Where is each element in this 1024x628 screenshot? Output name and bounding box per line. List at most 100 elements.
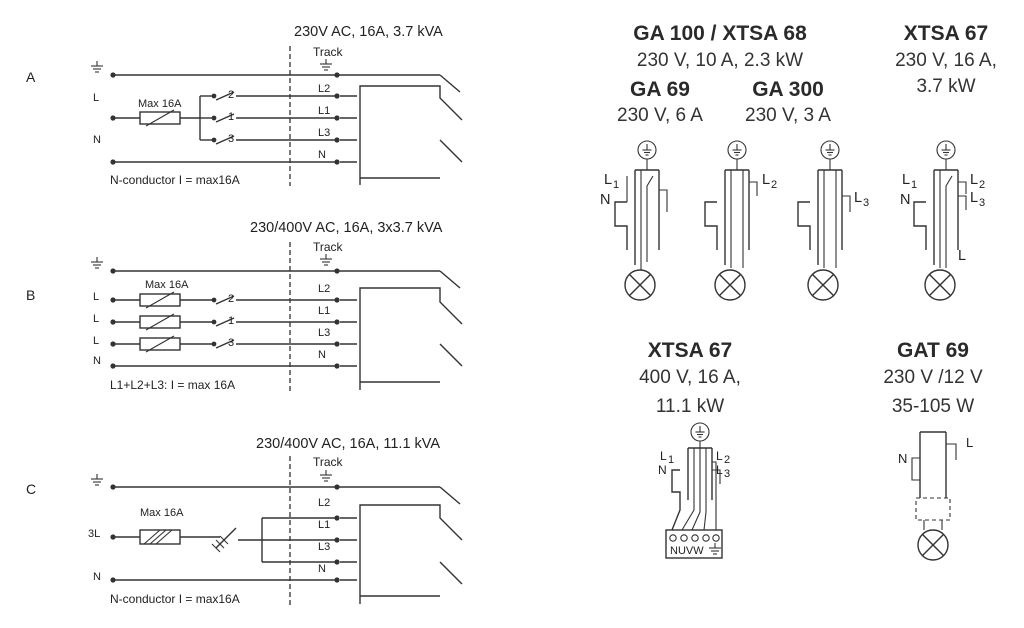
ga69-spec: 230 V, 6 A — [617, 105, 703, 126]
side-label-n: N — [93, 571, 101, 583]
track-line-label: N — [318, 563, 326, 575]
side-label-l: L — [93, 335, 99, 347]
pin-label: 3 — [724, 468, 730, 480]
xtsa67-3ph-spec-1: 400 V, 16 A, — [639, 367, 741, 388]
lamp-icon — [714, 269, 746, 301]
ga300-title: GA 300 — [752, 78, 824, 101]
switch-num: 3 — [228, 133, 234, 145]
xtsa67-title: XTSA 67 — [904, 22, 988, 45]
pin-label: L — [970, 172, 978, 188]
adapter-xtsa67-3ph: NUVW L 1 N L 2 L 3 — [658, 422, 730, 559]
pin-label: L — [716, 449, 723, 463]
section-letter-a: A — [26, 69, 36, 85]
pin-label: N — [600, 192, 610, 208]
pin-label: 1 — [668, 454, 674, 466]
ga300-spec: 230 V, 3 A — [745, 105, 831, 126]
earth-ground-icon — [90, 473, 104, 486]
track-line-label: L2 — [318, 83, 330, 95]
terminal-block — [665, 529, 723, 559]
pin-label: L — [660, 449, 667, 463]
pin-label: L — [958, 248, 966, 264]
pin-label: 1 — [613, 179, 619, 191]
section-a-title: 230V AC, 16A, 3.7 kVA — [294, 24, 443, 40]
gat69-title: GAT 69 — [897, 339, 969, 362]
pin-label: N — [898, 451, 907, 466]
pin-label: L — [966, 435, 973, 450]
pin-label: L — [716, 463, 723, 477]
earth-ground-icon — [936, 140, 956, 160]
side-label-l: L — [93, 291, 99, 303]
ga100-title: GA 100 / XTSA 68 — [633, 22, 807, 45]
adapter-xtsa67: L 1 N L 2 L 3 L — [900, 140, 985, 301]
side-label-l: L — [93, 313, 99, 325]
earth-ground-icon — [90, 60, 104, 73]
pin-label: L — [970, 190, 978, 206]
pin-label: L — [762, 172, 770, 188]
section-b-title: 230/400V AC, 16A, 3x3.7 kVA — [250, 220, 443, 236]
earth-ground-icon — [90, 256, 104, 269]
gat69-spec-1: 230 V /12 V — [883, 367, 983, 388]
switch-num: 1 — [228, 111, 234, 123]
track-line-label: L1 — [318, 105, 330, 117]
section-b-note: L1+L2+L3: I = max 16A — [110, 378, 235, 392]
switch-num: 3 — [228, 337, 234, 349]
section-c-track-label: Track — [313, 455, 344, 469]
side-label-n: N — [93, 355, 101, 367]
side-label-l: L — [93, 92, 99, 104]
section-c-title: 230/400V AC, 16A, 11.1 kVA — [256, 436, 440, 452]
side-label-3l: 3L — [88, 528, 100, 540]
pin-label: 2 — [979, 179, 985, 191]
switch-icon — [215, 295, 235, 305]
fuse-label: Max 16A — [140, 507, 184, 519]
earth-ground-icon — [727, 140, 747, 160]
lamp-icon — [807, 269, 839, 301]
xtsa67-spec-1: 230 V, 16 A, — [895, 50, 997, 71]
side-label-n: N — [93, 134, 101, 146]
section-a-note: N-conductor I = max16A — [110, 173, 240, 187]
track-ground-icon — [319, 469, 333, 482]
earth-ground-icon — [820, 140, 840, 160]
lamp-icon — [917, 529, 949, 561]
xtsa67-spec-2: 3.7 kW — [916, 76, 975, 97]
track-line-label: L2 — [318, 283, 330, 295]
adapter-l2: L 2 — [704, 140, 777, 301]
adapter-l3: L 3 — [797, 140, 869, 301]
adapter-ga69: L 1 N — [600, 140, 668, 301]
ga69-title: GA 69 — [630, 78, 690, 101]
track-line-label: N — [318, 349, 326, 361]
track-line-label: L2 — [318, 497, 330, 509]
switch-num: 2 — [228, 89, 234, 101]
pin-label: 3 — [863, 197, 869, 209]
lamp-icon — [924, 269, 956, 301]
track-ground-icon — [319, 58, 333, 71]
terminal-label: NUVW — [670, 545, 704, 557]
pin-label: N — [658, 463, 667, 477]
diagram-c: C 230/400V AC, 16A, 11.1 kVA Track 3L N … — [26, 436, 463, 606]
fuse-label: Max 16A — [138, 98, 182, 110]
pin-label: L — [854, 190, 862, 206]
ga100-spec: 230 V, 10 A, 2.3 kW — [637, 50, 803, 71]
section-letter-b: B — [26, 287, 35, 303]
track-line-label: L1 — [318, 305, 330, 317]
track-line-label: L3 — [318, 327, 330, 339]
track-line-label: N — [318, 149, 326, 161]
switch-icon — [215, 91, 235, 101]
section-a-track-label: Track — [313, 45, 344, 59]
switch-num: 2 — [228, 293, 234, 305]
xtsa67-3ph-spec-2: 11.1 kW — [656, 396, 724, 417]
section-c-note: N-conductor I = max16A — [110, 592, 240, 606]
pin-label: N — [900, 192, 910, 208]
track-ground-icon — [319, 253, 333, 266]
pin-label: 3 — [979, 197, 985, 209]
track-line-label: L3 — [318, 127, 330, 139]
earth-ground-icon — [708, 542, 722, 555]
lamp-icon — [624, 269, 656, 301]
transformer-box — [915, 497, 951, 521]
adapter-gat69: N L — [898, 431, 973, 561]
pin-label: 2 — [724, 454, 730, 466]
track-line-label: L3 — [318, 541, 330, 553]
switch-icon — [215, 527, 237, 549]
gat69-spec-2: 35-105 W — [892, 396, 974, 417]
diagram-a: A 230V AC, 16A, 3.7 kVA Track L N Max 16… — [26, 24, 463, 187]
earth-ground-icon — [690, 422, 710, 442]
